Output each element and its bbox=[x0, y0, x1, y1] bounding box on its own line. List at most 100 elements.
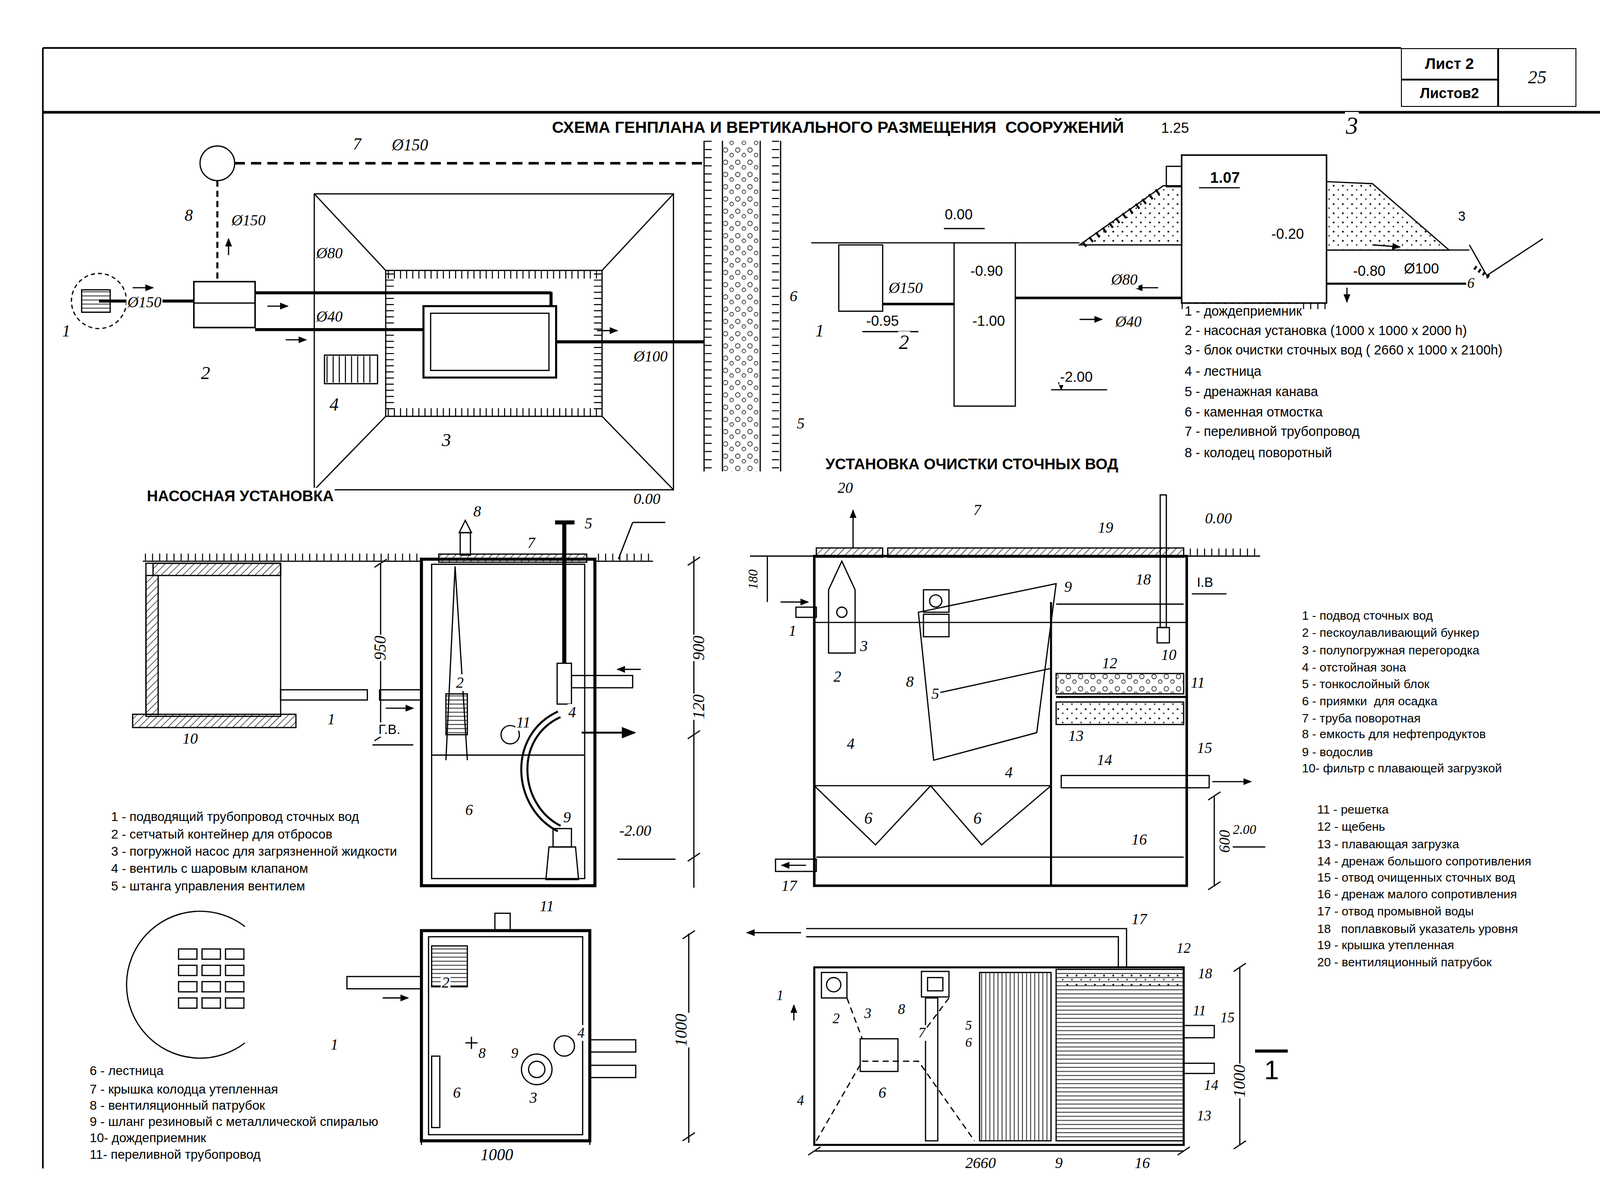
dimension-label: 1.25 bbox=[1160, 120, 1190, 137]
title-block-text: Листов2 bbox=[1419, 85, 1480, 102]
callout-number: 19 bbox=[1096, 519, 1114, 537]
title-block-cell: 25 bbox=[1498, 48, 1577, 108]
pump-plan-part bbox=[201, 949, 221, 960]
legend-entry: 5 - дренажная канава bbox=[1183, 384, 1319, 400]
dimension-label: 0.00 bbox=[632, 490, 662, 508]
dimension-label: -0.20 bbox=[1270, 226, 1305, 243]
dimension-label: -0.90 bbox=[969, 263, 1004, 280]
legend-entry: 7 - крышка колодца утепленная bbox=[88, 1082, 280, 1097]
callout-number: 9 bbox=[510, 1045, 519, 1062]
callout-number: 4 bbox=[576, 1025, 586, 1042]
site-plan-part bbox=[216, 180, 219, 281]
vertical-section-part bbox=[1326, 249, 1470, 251]
sheet-heading: СХЕМА ГЕНПЛАНА И ВЕРТИКАЛЬНОГО РАЗМЕЩЕНИ… bbox=[550, 118, 1125, 137]
legend-entry: 3 - погружной насос для загрязненной жид… bbox=[110, 844, 399, 859]
pump-section-part bbox=[280, 690, 368, 701]
treatment-section-part bbox=[775, 859, 817, 872]
pump-section-part bbox=[132, 714, 297, 728]
treatment-plan-part bbox=[979, 972, 1051, 1142]
vertical-section-part bbox=[1079, 185, 1182, 245]
site-plan-part bbox=[255, 291, 551, 295]
callout-number: 6 bbox=[863, 810, 874, 829]
treatment-plan-part bbox=[814, 967, 1184, 1146]
pump-section-part bbox=[571, 675, 633, 688]
dimension-label: -2.00 bbox=[618, 822, 653, 840]
dimension-label: Ø100 bbox=[1403, 261, 1441, 277]
treatment-section-part bbox=[933, 668, 1051, 694]
pump-section-part bbox=[372, 744, 413, 746]
title-block-text: 25 bbox=[1528, 66, 1547, 88]
treatment-plan-part bbox=[1056, 969, 1184, 1142]
dimension-label: Ø150 bbox=[390, 136, 429, 155]
callout-number: 3 bbox=[1456, 209, 1467, 225]
dimension-label: -0.95 bbox=[865, 313, 900, 330]
legend-entry: 14 - дренаж большого сопротивления bbox=[1316, 855, 1532, 869]
pump-plan-part bbox=[589, 1131, 591, 1146]
dimension-label: 900 bbox=[689, 634, 708, 662]
callout-number: 8 bbox=[472, 503, 483, 520]
callout-number: 1 bbox=[787, 622, 798, 640]
treatment-plan bbox=[746, 928, 1288, 1156]
pump-plan-part bbox=[178, 949, 198, 960]
callout-number: 4 bbox=[795, 1093, 805, 1109]
pump-section-part bbox=[594, 560, 654, 563]
dimension-label: 1000 bbox=[672, 1013, 691, 1049]
treatment-plan-part bbox=[846, 998, 949, 1039]
dimension-label: Ø150 bbox=[887, 279, 925, 297]
pump-section-part bbox=[524, 714, 560, 829]
treatment-section-part bbox=[1056, 702, 1184, 725]
callout-number: 17 bbox=[780, 877, 798, 895]
sheet-frame bbox=[43, 48, 1600, 1169]
site-plan-part bbox=[601, 193, 674, 271]
callout-number: 14 bbox=[1095, 751, 1113, 769]
section-heading: 1.07 bbox=[1209, 169, 1241, 187]
legend-entry: 3 - блок очистки сточных вод ( 2660 х 10… bbox=[1183, 343, 1504, 358]
legend-entry: 7 - переливной трубопровод bbox=[1183, 424, 1361, 440]
callout-number: 6 bbox=[1466, 275, 1475, 292]
legend-entry: 1 - подвод сточных вод bbox=[1300, 609, 1434, 623]
treatment-plan-part bbox=[816, 1061, 975, 1142]
legend-entry: 4 - вентиль с шаровым клапаном bbox=[110, 862, 309, 876]
treatment-plan-part bbox=[821, 972, 847, 999]
treatment-section-part bbox=[923, 614, 950, 638]
pump-section-part bbox=[421, 559, 595, 887]
treatment-plan-part bbox=[1233, 963, 1246, 972]
site-plan-part bbox=[234, 162, 705, 165]
treatment-section-part bbox=[1212, 781, 1251, 783]
pump-plan-part bbox=[178, 998, 198, 1009]
callout-number: 1 bbox=[814, 321, 825, 341]
legend-entry: 2 - сетчатый контейнер для отбросов bbox=[110, 827, 334, 842]
treatment-section bbox=[750, 494, 1266, 890]
treatment-section-part bbox=[780, 601, 809, 604]
treatment-section-part bbox=[814, 786, 1051, 846]
pump-plan-part bbox=[528, 1061, 545, 1078]
pump-plan-part bbox=[201, 981, 221, 993]
pump-section-part bbox=[143, 560, 422, 563]
callout-number: 1 bbox=[775, 987, 785, 1004]
legend-entry: 1 - подводящий трубопровод сточных вод bbox=[110, 810, 360, 825]
pump-section-part bbox=[153, 563, 282, 576]
treatment-section-part bbox=[1056, 696, 1187, 699]
vertical-section-part bbox=[1326, 181, 1449, 250]
legend-entry: 1 - дождеприемник bbox=[1183, 304, 1303, 319]
callout-number: 3 bbox=[859, 637, 869, 655]
dimension-label: Ø150 bbox=[230, 212, 267, 229]
vertical-section bbox=[811, 155, 1543, 407]
treatment-plan-part bbox=[1233, 1141, 1246, 1150]
treatment-section-part bbox=[929, 594, 942, 607]
treatment-section-part bbox=[781, 864, 807, 867]
treatment-plan-part bbox=[1183, 1025, 1215, 1038]
pump-section-part bbox=[459, 520, 472, 533]
vertical-section-part bbox=[1015, 296, 1182, 300]
site-plan-part bbox=[423, 306, 557, 378]
vertical-section-part bbox=[1474, 267, 1490, 278]
treatment-plan-part bbox=[1061, 971, 1179, 987]
callout-number: 4 bbox=[567, 704, 578, 721]
site-plan-part bbox=[596, 330, 618, 332]
callout-number: 2 bbox=[440, 974, 451, 992]
treatment-section-part bbox=[750, 555, 815, 557]
treatment-section-part bbox=[816, 548, 883, 558]
pump-section-part bbox=[145, 563, 281, 717]
dimension-label: Ø80 bbox=[315, 244, 344, 262]
